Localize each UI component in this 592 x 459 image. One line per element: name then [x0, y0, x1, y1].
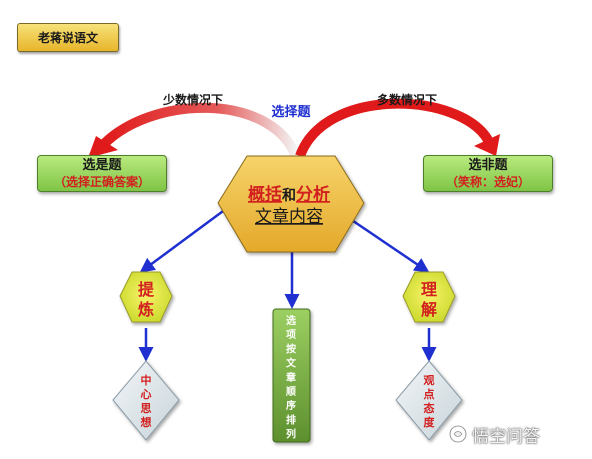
left-diamond-char-2: 心	[141, 388, 152, 401]
right-box-line1: 选非题	[468, 158, 508, 173]
center-word1: 概括	[248, 184, 282, 205]
middle-bar-char-9: 列	[286, 428, 296, 441]
watermark: 悟空问答	[472, 427, 540, 447]
center-line1: 概括和分析	[248, 184, 330, 205]
middle-bar-char-3: 按	[286, 342, 296, 355]
right-diamond-char-4: 度	[424, 415, 436, 429]
middle-bar-char-8: 排	[286, 413, 296, 426]
right-diamond	[395, 360, 463, 441]
top-label: 选择题	[271, 104, 311, 120]
middle-bar-char-6: 顺	[286, 386, 296, 398]
title-badge: 老蒋说语文	[17, 23, 119, 52]
center-line2: 文章内容	[255, 207, 323, 227]
left-hex-char-1: 提	[138, 280, 155, 299]
center-connector: 和	[282, 188, 296, 204]
left-hexagon	[119, 271, 173, 323]
right-green-box: 选非题 （笑称：选妃）	[423, 155, 553, 192]
left-arc-label: 少数情况下	[162, 92, 223, 107]
arrow-to-left-hex	[139, 198, 239, 273]
wukong-icon	[449, 425, 467, 443]
middle-bar-char-1: 选	[286, 314, 296, 327]
center-hexagon	[217, 155, 365, 253]
right-hex-char-1: 理	[421, 280, 437, 299]
left-diamond-char-3: 思	[141, 402, 152, 415]
left-diamond	[112, 360, 180, 441]
left-diamond-char-1: 中	[141, 373, 152, 387]
right-arc-arrow	[295, 98, 500, 158]
right-diamond-char-1: 观	[424, 374, 435, 387]
center-word2: 分析	[296, 184, 330, 205]
right-box-line2: （笑称：选妃）	[445, 175, 530, 189]
right-hex-char-2: 解	[421, 300, 437, 319]
middle-bar-char-5: 章	[286, 371, 296, 384]
right-hexagon	[402, 271, 456, 323]
right-arc-label: 多数情况下	[377, 92, 437, 107]
left-box-line2: （选择正确答案）	[53, 175, 150, 189]
middle-bar-char-2: 项	[286, 329, 296, 341]
left-green-box: 选是题 （选择正确答案）	[37, 155, 167, 192]
middle-bar-char-7: 序	[286, 399, 296, 412]
left-hex-char-2: 炼	[138, 300, 154, 319]
left-box-line1: 选是题	[82, 158, 122, 173]
left-arc-arrow	[88, 102, 301, 159]
right-diamond-char-2: 点	[424, 387, 435, 401]
right-diamond-char-3: 态	[424, 401, 435, 415]
middle-bar	[272, 308, 311, 443]
left-diamond-char-4: 想	[140, 415, 152, 429]
middle-bar-char-4: 文	[286, 357, 297, 370]
